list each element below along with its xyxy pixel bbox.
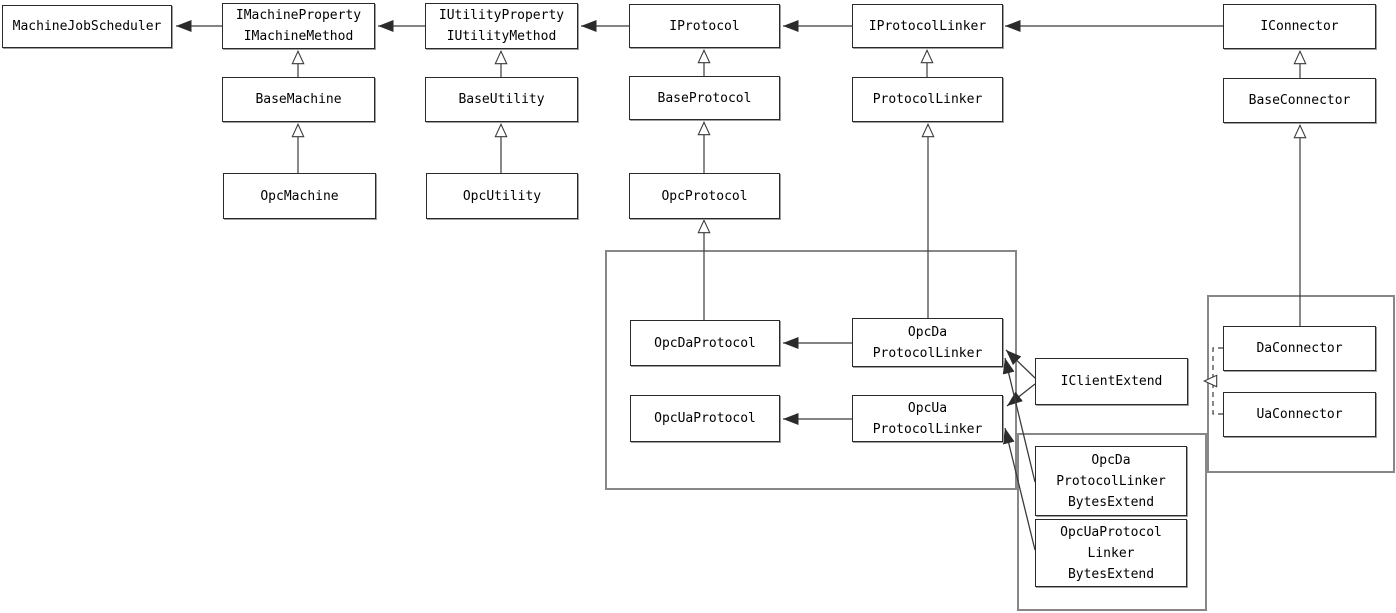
class-name-text: IUtilityProperty xyxy=(438,8,565,23)
class-node-opcutility: OpcUtility xyxy=(426,173,578,219)
class-name-text: IProtocolLinker xyxy=(868,18,987,34)
class-node-baseprotocol: BaseProtocol xyxy=(629,76,780,120)
class-name-text: OpcUtility xyxy=(462,188,542,204)
class-node-opcdaprotocollinker: OpcDa ProtocolLinker xyxy=(852,318,1003,367)
class-name-text: BaseConnector xyxy=(1248,93,1351,108)
class-name-text: ProtocolLinker xyxy=(872,345,983,361)
class-name-text: OpcMachine xyxy=(260,188,339,204)
class-node-daconnector: DaConnector xyxy=(1223,326,1376,371)
class-name-text: OpcDaProtocol xyxy=(654,335,756,351)
class-node-opcdaprotocol: OpcDaProtocol xyxy=(630,320,780,366)
class-node-imachineproperty-imachinemethod: IMachineProperty IMachineMethod xyxy=(222,3,375,49)
edge-opcuabytesextend-to-opcuaprotocollinker xyxy=(1002,427,1036,551)
class-node-opcuaprotocollinkerbytesextend: OpcUaProtocol Linker BytesExtend xyxy=(1035,519,1187,587)
class-node-iprotocollinker: IProtocolLinker xyxy=(852,4,1003,48)
class-node-machinejobscheduler: MachineJobScheduler xyxy=(2,5,172,48)
edge-connectors-dashed-trunk xyxy=(1212,347,1223,415)
class-node-basemachine: BaseMachine xyxy=(222,77,375,122)
class-node-opcdaprotocollinkerbytesextend: OpcDa ProtocolLinker BytesExtend xyxy=(1035,446,1187,516)
class-node-opcmachine: OpcMachine xyxy=(223,173,376,219)
class-name-text: ProtocolLinker xyxy=(872,421,983,437)
class-node-iconnector: IConnector xyxy=(1223,4,1376,49)
class-name-text: UaConnector xyxy=(1256,407,1343,422)
class-name-text: OpcUaProtocol xyxy=(654,411,756,426)
class-node-baseutility: BaseUtility xyxy=(425,77,578,122)
class-name-text: IMachineMethod xyxy=(243,29,354,44)
association-edges xyxy=(176,20,1223,551)
class-name-text: OpcDa xyxy=(1091,452,1131,468)
class-name-text: OpcProtocol xyxy=(661,188,748,204)
edge-iclientextend-to-opcuaprotocollinker xyxy=(1006,383,1036,407)
class-name-text: OpcUa xyxy=(907,400,948,416)
class-node-iclientextend: IClientExtend xyxy=(1035,358,1188,405)
class-name-text: MachineJobScheduler xyxy=(12,19,162,34)
class-name-text: ProtocolLinker xyxy=(872,92,983,107)
class-name-text: BytesExtend xyxy=(1067,494,1155,510)
container-bytes-extend-group xyxy=(1017,433,1207,611)
class-node-protocollinker: ProtocolLinker xyxy=(852,77,1003,122)
class-name-text: ProtocolLinker xyxy=(1056,473,1166,489)
class-node-baseconnector: BaseConnector xyxy=(1223,78,1376,123)
edge-opcdabytesextend-to-opcdaprotocollinker xyxy=(1002,357,1036,483)
class-name-text: BaseMachine xyxy=(255,92,342,107)
class-name-text: IProtocol xyxy=(669,18,740,34)
class-node-iprotocol: IProtocol xyxy=(629,4,780,48)
class-node-opcprotocol: OpcProtocol xyxy=(629,173,780,219)
class-name-text: IConnector xyxy=(1260,19,1339,34)
class-name-text: OpcDa xyxy=(907,324,948,340)
class-name-text: Linker xyxy=(1087,545,1135,561)
class-name-text: BaseUtility xyxy=(458,92,545,107)
class-node-opcuaprotocollinker: OpcUa ProtocolLinker xyxy=(852,395,1003,442)
inheritance-edges xyxy=(298,50,1300,326)
edge-iclientextend-to-opcdaprotocollinker xyxy=(1005,349,1036,379)
class-name-text: DaConnector xyxy=(1256,341,1343,356)
container-opc-protocol-group xyxy=(605,250,1017,490)
realization-edges xyxy=(1204,347,1223,415)
class-name-text: IUtilityMethod xyxy=(446,29,557,44)
class-node-iutilityproperty-iutilitymethod: IUtilityProperty IUtilityMethod xyxy=(425,3,578,49)
class-name-text: OpcUaProtocol xyxy=(1060,524,1162,540)
class-name-text: IClientExtend xyxy=(1060,374,1163,389)
class-name-text: IMachineProperty xyxy=(235,8,362,23)
class-name-text: BytesExtend xyxy=(1067,566,1155,582)
class-node-uaconnector: UaConnector xyxy=(1223,392,1376,437)
class-name-text: BaseProtocol xyxy=(657,90,752,106)
class-node-opcuaprotocol: OpcUaProtocol xyxy=(630,395,780,442)
